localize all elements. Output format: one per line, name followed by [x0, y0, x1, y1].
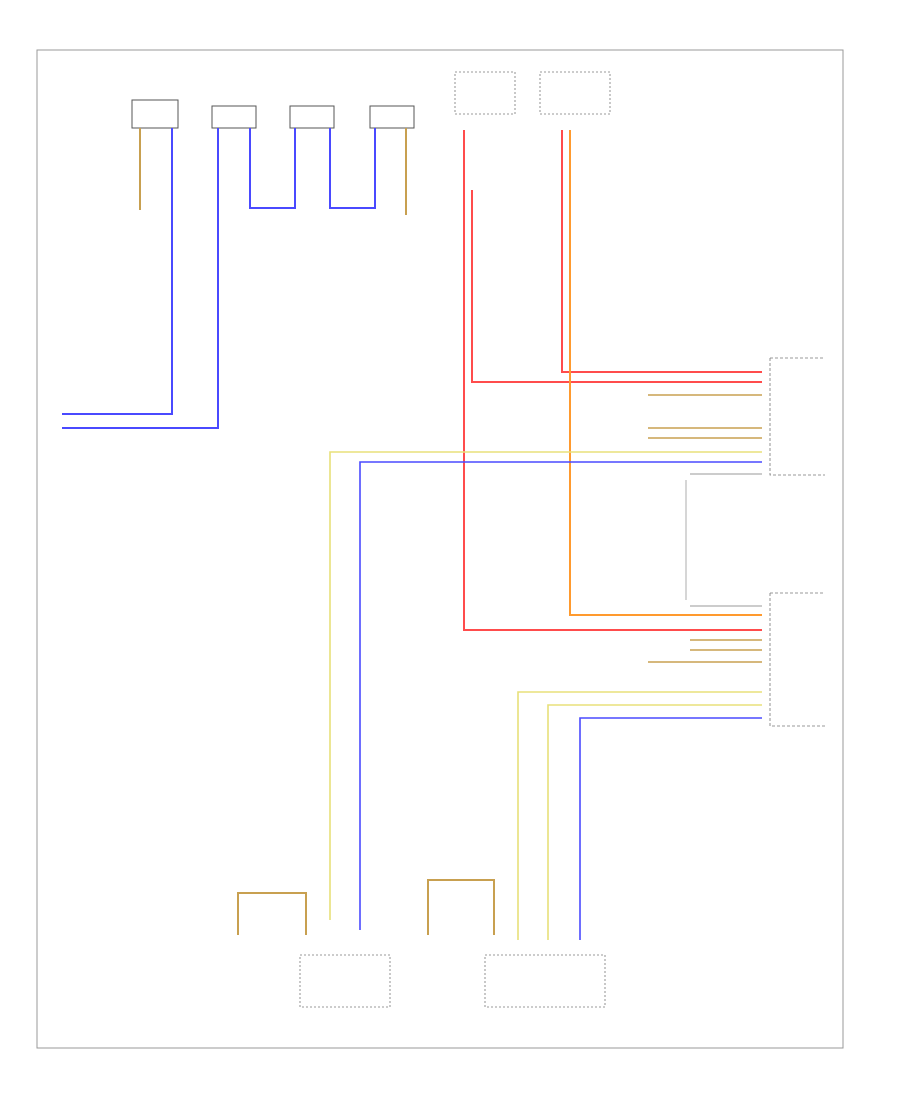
wire-blue-1 — [62, 128, 173, 415]
wire-red-3 — [561, 130, 762, 373]
wire-yellow-1 — [329, 451, 762, 920]
wire-red-2 — [471, 190, 762, 383]
wire-blue-4 — [329, 128, 376, 209]
module-1-wires — [329, 394, 762, 930]
motor-2-box — [289, 105, 335, 129]
wire-red-1 — [463, 130, 762, 631]
switch-1-box — [131, 99, 179, 129]
module-1 — [769, 357, 825, 476]
fuse-panel — [454, 71, 611, 115]
wire-yellow-2 — [517, 691, 762, 940]
motor-3-box — [369, 105, 415, 129]
module-2 — [769, 592, 825, 727]
wire-orange-1 — [569, 130, 762, 616]
wire-blue-5 — [359, 461, 762, 930]
diagram-frame — [36, 49, 844, 1049]
wire-blue-2 — [62, 128, 219, 429]
module-2-wires — [517, 605, 762, 940]
wire-tan-3 — [237, 892, 307, 935]
wire-blue-6 — [579, 717, 762, 940]
wire-tan-4 — [427, 879, 495, 935]
bottom-wires — [237, 879, 495, 935]
wire-yellow-3 — [547, 704, 762, 940]
top-components — [131, 99, 415, 129]
door-switch-boxes — [299, 954, 606, 1008]
power-feeds — [463, 130, 762, 631]
wire-blue-3 — [249, 128, 296, 209]
wires-top — [62, 128, 407, 429]
motor-1-box — [211, 105, 257, 129]
